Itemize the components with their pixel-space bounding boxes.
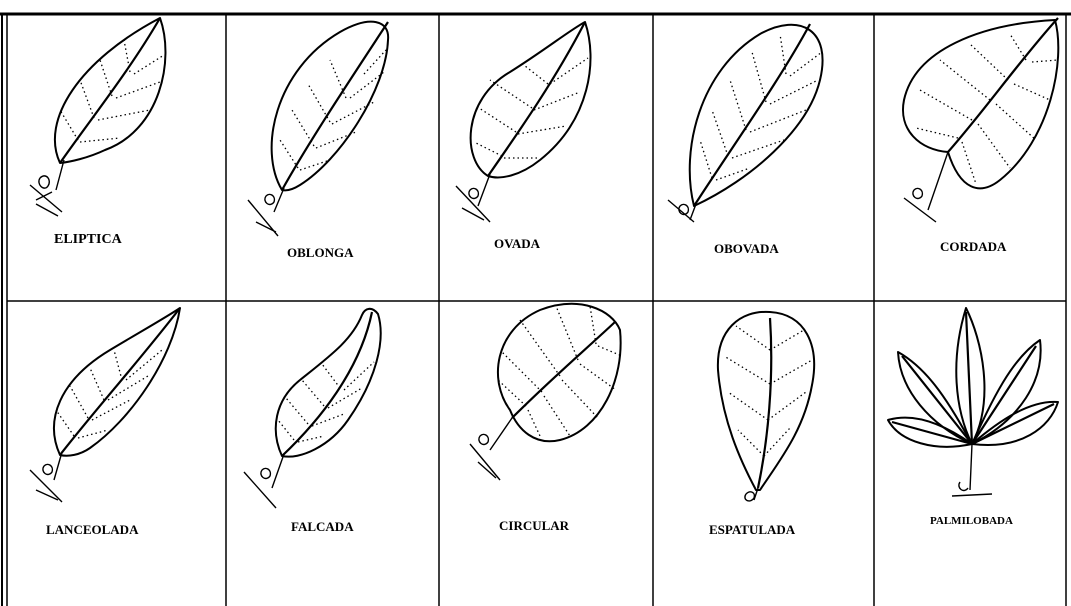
leaf-label-palmilobada: PALMILOBADA: [930, 515, 1013, 527]
